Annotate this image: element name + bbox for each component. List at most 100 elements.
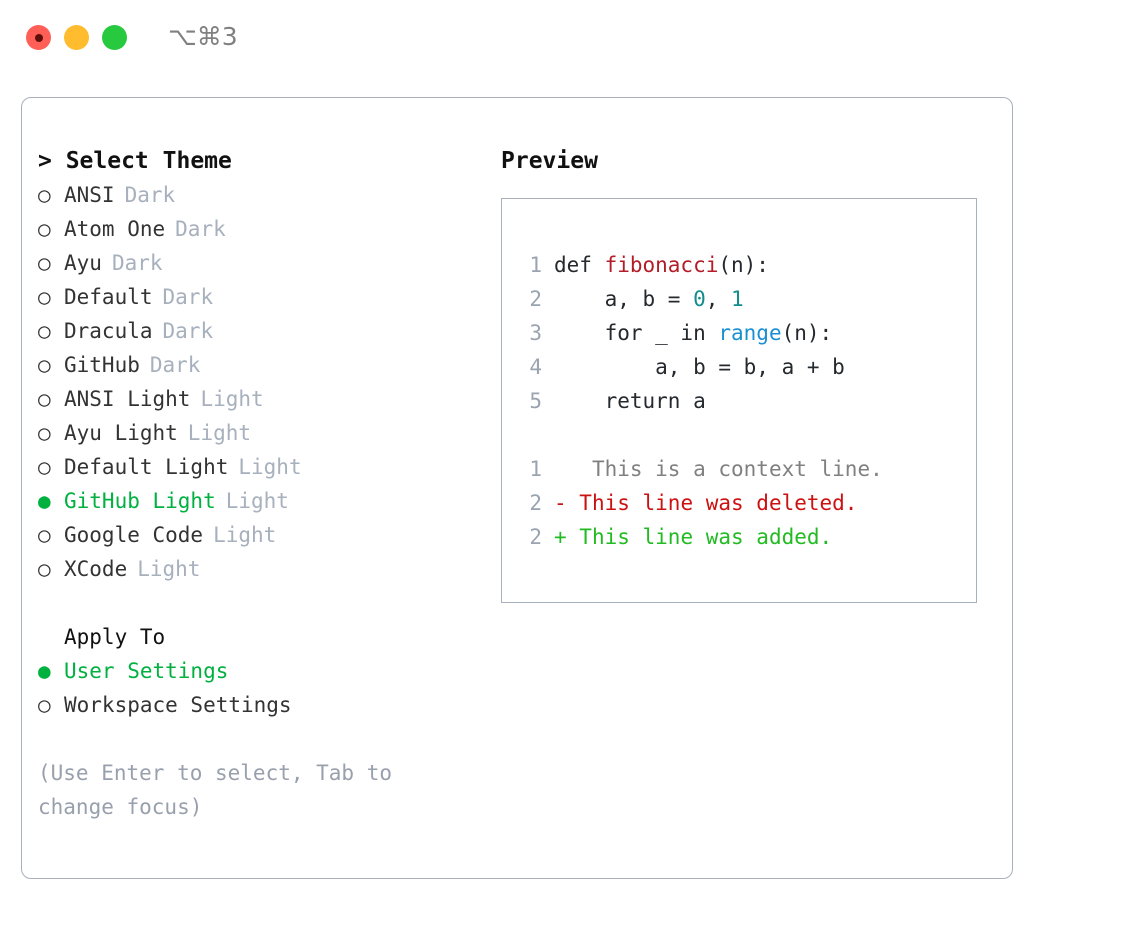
help-text: (Use Enter to select, Tab to change focu…	[38, 761, 405, 819]
diff-marker: +	[554, 525, 567, 549]
code-token: ,	[705, 287, 732, 311]
theme-name: ANSI	[64, 183, 115, 207]
radio-unselected-icon[interactable]: ○	[38, 693, 51, 717]
theme-name: XCode	[64, 557, 128, 581]
code-line: 3 for _ in range(n):	[514, 316, 883, 350]
theme-list-item[interactable]: ○ Default Light Light	[38, 450, 488, 484]
theme-variant-tag: Dark	[162, 319, 214, 343]
spacer	[38, 586, 488, 620]
title-bar: ⌥⌘3	[0, 0, 1140, 78]
radio-unselected-icon[interactable]: ○	[38, 523, 51, 547]
diff-text: This line was deleted.	[566, 491, 858, 515]
radio-selected-icon[interactable]: ●	[38, 659, 51, 683]
minimize-button[interactable]	[64, 25, 89, 50]
radio-unselected-icon[interactable]: ○	[38, 455, 51, 479]
radio-unselected-icon[interactable]: ○	[38, 319, 51, 343]
code-token: return a	[554, 389, 706, 413]
code-token: a, b = b, a + b	[554, 355, 845, 379]
theme-list-item[interactable]: ○ ANSI Light Light	[38, 382, 488, 416]
radio-unselected-icon[interactable]: ○	[38, 251, 51, 275]
code-text: a, b = 0, 1	[554, 282, 744, 316]
code-token: 1	[731, 287, 744, 311]
apply-to-option[interactable]: ● User Settings	[38, 654, 488, 688]
theme-list-item[interactable]: ● GitHub Light Light	[38, 484, 488, 518]
code-token: for _ in	[554, 321, 719, 345]
diff-marker: -	[554, 491, 567, 515]
theme-variant-tag: Dark	[175, 217, 226, 241]
diff-line: 2+ This line was added.	[514, 520, 883, 554]
line-number: 1	[529, 253, 542, 277]
code-line: 1 def fibonacci(n):	[514, 248, 883, 282]
apply-to-label: User Settings	[64, 659, 229, 683]
preview-spacer	[514, 418, 883, 452]
radio-selected-icon[interactable]: ●	[38, 489, 51, 513]
apply-to-list[interactable]: ● User Settings ○ Workspace Settings	[38, 654, 488, 722]
theme-name: Dracula	[64, 319, 153, 343]
theme-variant-tag: Light	[225, 489, 289, 513]
theme-variant-tag: Light	[200, 387, 264, 411]
theme-variant-tag: Dark	[149, 353, 201, 377]
radio-unselected-icon[interactable]: ○	[38, 353, 51, 377]
select-theme-header: > Select Theme	[38, 148, 232, 174]
theme-list-item[interactable]: ○ Ayu Light Light	[38, 416, 488, 450]
radio-unselected-icon[interactable]: ○	[38, 217, 51, 241]
theme-variant-tag: Light	[238, 455, 302, 479]
radio-unselected-icon[interactable]: ○	[38, 557, 51, 581]
theme-list-item[interactable]: ○ XCode Light	[38, 552, 488, 586]
radio-unselected-icon[interactable]: ○	[38, 183, 51, 207]
apply-to-header: Apply To	[64, 625, 166, 649]
code-token: 0	[693, 287, 706, 311]
radio-unselected-icon[interactable]: ○	[38, 387, 51, 411]
theme-name: Default Light	[64, 455, 229, 479]
apply-to-option[interactable]: ○ Workspace Settings	[38, 688, 488, 722]
code-token: def	[554, 253, 605, 277]
window-controls	[26, 25, 127, 50]
theme-name: Ayu Light	[64, 421, 178, 445]
close-button[interactable]	[26, 25, 51, 50]
theme-name: Google Code	[64, 523, 204, 547]
theme-list-item[interactable]: ○ ANSI Dark	[38, 178, 488, 212]
theme-list-item[interactable]: ○ Dracula Dark	[38, 314, 488, 348]
diff-line: 1 This is a context line.	[514, 452, 883, 486]
diff-text: This is a context line.	[566, 457, 883, 481]
line-number: 5	[529, 389, 542, 413]
line-number: 2	[529, 525, 542, 549]
code-token: fibonacci	[604, 253, 719, 277]
diff-line: 2- This line was deleted.	[514, 486, 883, 520]
theme-name: GitHub Light	[64, 489, 216, 513]
diff-marker	[554, 452, 567, 486]
line-number: 4	[529, 355, 542, 379]
code-line: 4 a, b = b, a + b	[514, 350, 883, 384]
theme-name: Default	[64, 285, 153, 309]
theme-variant-tag: Dark	[124, 183, 176, 207]
code-text: def fibonacci(n):	[554, 248, 769, 282]
theme-name: ANSI Light	[64, 387, 191, 411]
apply-to-label: Workspace Settings	[64, 693, 292, 717]
code-text: a, b = b, a + b	[554, 350, 845, 384]
radio-unselected-icon[interactable]: ○	[38, 285, 51, 309]
theme-variant-tag: Dark	[111, 251, 163, 275]
maximize-button[interactable]	[102, 25, 127, 50]
close-icon	[34, 33, 43, 42]
code-line: 5 return a	[514, 384, 883, 418]
keyboard-shortcut-label: ⌥⌘3	[168, 22, 238, 51]
theme-variant-tag: Light	[137, 557, 201, 581]
code-line: 2 a, b = 0, 1	[514, 282, 883, 316]
code-text: for _ in range(n):	[554, 316, 833, 350]
radio-unselected-icon[interactable]: ○	[38, 421, 51, 445]
code-text: return a	[554, 384, 706, 418]
theme-variant-tag: Light	[187, 421, 252, 445]
preview-title: Preview	[501, 148, 598, 174]
